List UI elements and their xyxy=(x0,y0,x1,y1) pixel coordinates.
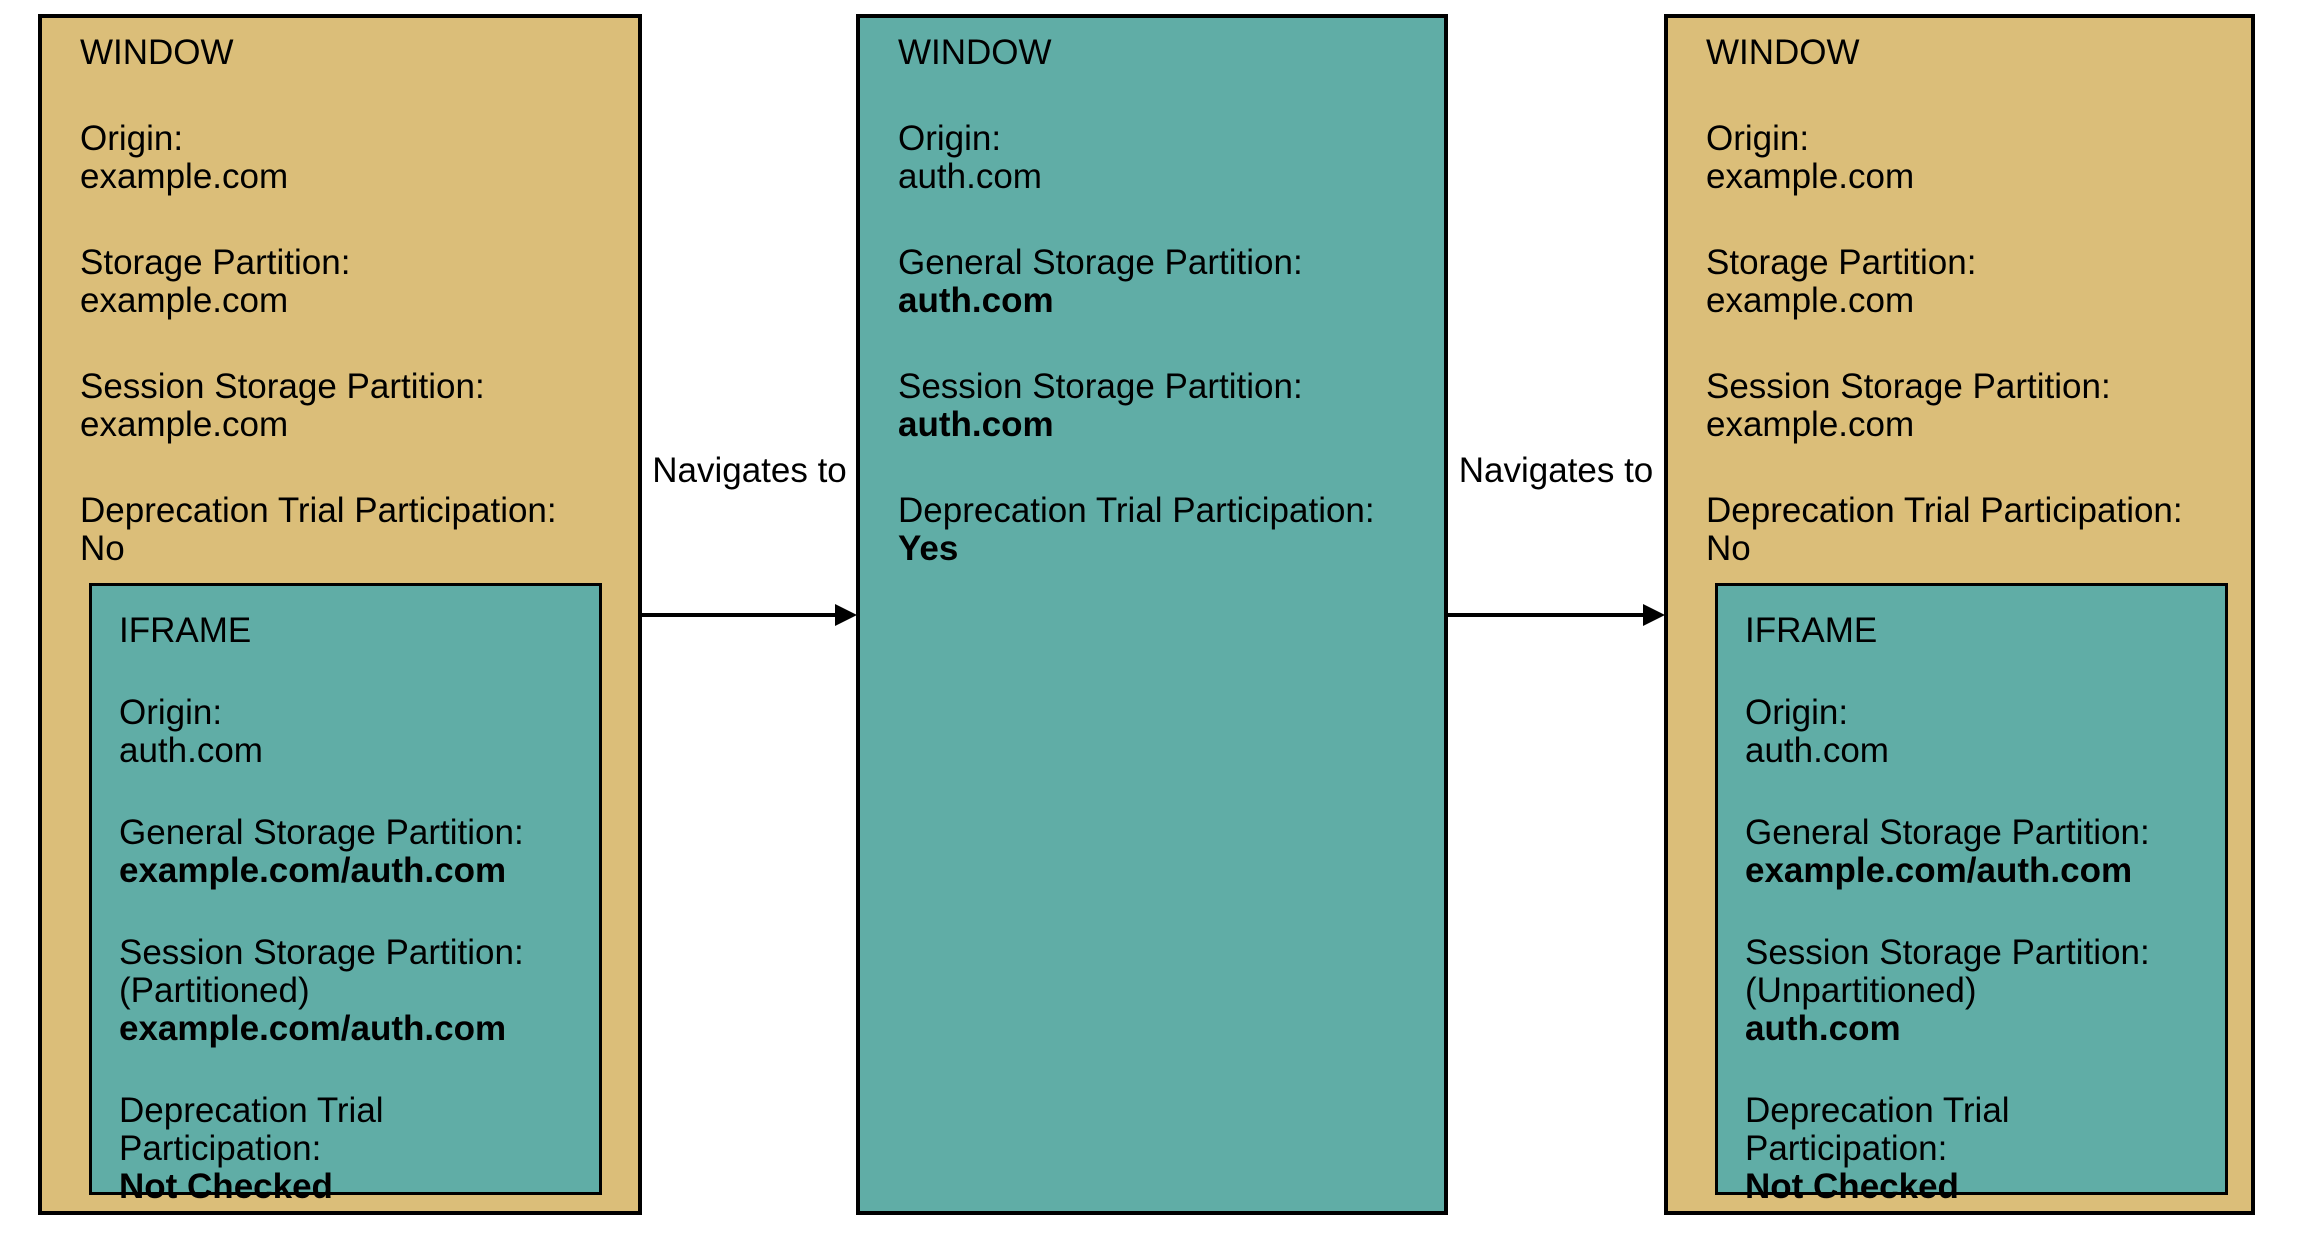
origin-label: Origin: xyxy=(1706,119,1810,158)
general-storage-label: General Storage Partition: xyxy=(1745,813,2150,852)
field-session-storage-partition: Session Storage Partition: auth.com xyxy=(898,368,1420,444)
field-session-storage-partition: Session Storage Partition: example.com xyxy=(1706,368,2227,444)
navigates-to-label: Navigates to xyxy=(1458,451,1654,490)
origin-label: Origin: xyxy=(119,693,223,732)
field-origin: Origin: auth.com xyxy=(119,694,579,770)
field-origin: Origin: auth.com xyxy=(898,120,1420,196)
navigates-arrow xyxy=(642,604,857,626)
field-origin: Origin: auth.com xyxy=(1745,694,2205,770)
deprecation-trial-label: Deprecation Trial Participation: xyxy=(1706,491,2183,530)
session-storage-note: (Unpartitioned) xyxy=(1745,971,1977,1010)
field-session-storage-partition: Session Storage Partition: example.com xyxy=(80,368,614,444)
iframe-box-auth-unpartitioned: IFRAME Origin: auth.com General Storage … xyxy=(1715,583,2228,1206)
field-general-storage-partition: General Storage Partition: auth.com xyxy=(898,244,1420,320)
origin-label: Origin: xyxy=(898,119,1002,158)
session-storage-value: auth.com xyxy=(898,405,1054,444)
session-storage-label: Session Storage Partition: xyxy=(1706,367,2111,406)
field-deprecation-trial: Deprecation Trial Participation: Yes xyxy=(898,492,1420,568)
deprecation-trial-value: No xyxy=(80,529,125,568)
general-storage-value: auth.com xyxy=(898,281,1054,320)
window-box-example-after: WINDOW Origin: example.com Storage Parti… xyxy=(1664,14,2255,1215)
deprecation-trial-label: Deprecation Trial Participation: xyxy=(1745,1091,2010,1168)
deprecation-trial-value: Not Checked xyxy=(119,1167,333,1206)
origin-value: example.com xyxy=(80,157,289,196)
origin-value: example.com xyxy=(1706,157,1915,196)
deprecation-trial-value: Yes xyxy=(898,529,959,568)
navigates-to-label: Navigates to xyxy=(652,451,847,490)
field-deprecation-trial: Deprecation Trial Participation: No xyxy=(1706,492,2227,568)
field-deprecation-trial: Deprecation Trial Participation: Not Che… xyxy=(119,1092,579,1206)
session-storage-value: example.com xyxy=(1706,405,1915,444)
field-deprecation-trial: Deprecation Trial Participation: Not Che… xyxy=(1745,1092,2205,1206)
field-origin: Origin: example.com xyxy=(80,120,614,196)
session-storage-note: (Partitioned) xyxy=(119,971,310,1010)
field-session-storage-partition: Session Storage Partition: (Unpartitione… xyxy=(1745,934,2205,1048)
origin-value: auth.com xyxy=(898,157,1042,196)
field-session-storage-partition: Session Storage Partition: (Partitioned)… xyxy=(119,934,579,1048)
origin-value: auth.com xyxy=(119,731,263,770)
arrow-head-icon xyxy=(1643,604,1665,626)
session-storage-label: Session Storage Partition: xyxy=(898,367,1303,406)
field-storage-partition: Storage Partition: example.com xyxy=(1706,244,2227,320)
session-storage-value: example.com/auth.com xyxy=(119,1009,507,1048)
deprecation-trial-label: Deprecation Trial Participation: xyxy=(898,491,1375,530)
window-title: WINDOW xyxy=(898,33,1052,72)
iframe-title: IFRAME xyxy=(119,611,252,650)
session-storage-label: Session Storage Partition: xyxy=(119,933,524,972)
arrow-head-icon xyxy=(835,604,857,626)
navigates-arrow xyxy=(1447,604,1665,626)
storage-partition-label: Storage Partition: xyxy=(80,243,351,282)
field-general-storage-partition: General Storage Partition: example.com/a… xyxy=(1745,814,2205,890)
window-box-example-before: WINDOW Origin: example.com Storage Parti… xyxy=(38,14,642,1215)
session-storage-value: auth.com xyxy=(1745,1009,1901,1048)
field-general-storage-partition: General Storage Partition: example.com/a… xyxy=(119,814,579,890)
field-origin: Origin: example.com xyxy=(1706,120,2227,196)
origin-value: auth.com xyxy=(1745,731,1889,770)
general-storage-label: General Storage Partition: xyxy=(119,813,524,852)
storage-partition-value: example.com xyxy=(1706,281,1915,320)
storage-partition-label: Storage Partition: xyxy=(1706,243,1977,282)
deprecation-trial-value: No xyxy=(1706,529,1751,568)
window-box-auth: WINDOW Origin: auth.com General Storage … xyxy=(856,14,1448,1215)
origin-label: Origin: xyxy=(1745,693,1849,732)
general-storage-label: General Storage Partition: xyxy=(898,243,1303,282)
field-storage-partition: Storage Partition: example.com xyxy=(80,244,614,320)
general-storage-value: example.com/auth.com xyxy=(119,851,507,890)
general-storage-value: example.com/auth.com xyxy=(1745,851,2133,890)
window-title: WINDOW xyxy=(1706,33,1860,72)
storage-partition-value: example.com xyxy=(80,281,289,320)
iframe-title: IFRAME xyxy=(1745,611,1878,650)
deprecation-trial-label: Deprecation Trial Participation: xyxy=(119,1091,384,1168)
origin-label: Origin: xyxy=(80,119,184,158)
deprecation-trial-value: Not Checked xyxy=(1745,1167,1959,1206)
field-deprecation-trial: Deprecation Trial Participation: No xyxy=(80,492,614,568)
session-storage-value: example.com xyxy=(80,405,289,444)
session-storage-label: Session Storage Partition: xyxy=(80,367,485,406)
window-title: WINDOW xyxy=(80,33,234,72)
deprecation-trial-label: Deprecation Trial Participation: xyxy=(80,491,557,530)
session-storage-label: Session Storage Partition: xyxy=(1745,933,2150,972)
iframe-box-auth-partitioned: IFRAME Origin: auth.com General Storage … xyxy=(89,583,602,1206)
